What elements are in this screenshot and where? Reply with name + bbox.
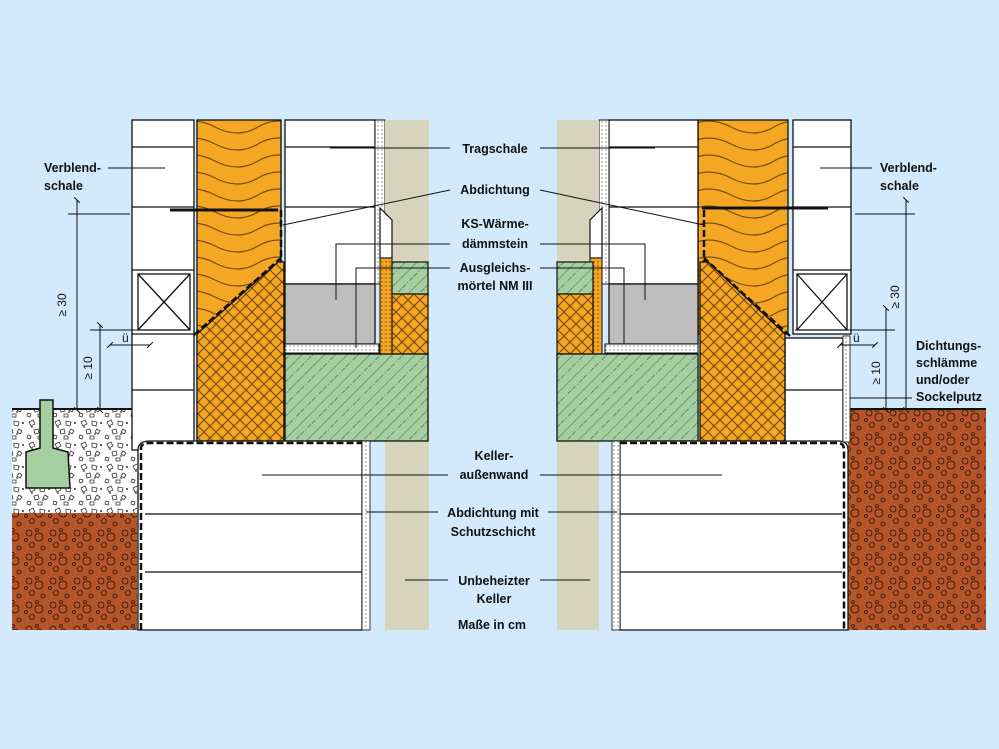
label-verblend-left-line1: Verblend- [44, 161, 101, 175]
label-verblend-left-line2: schale [44, 179, 83, 193]
right-membrane [702, 210, 791, 337]
left-ks-block [391, 261, 429, 295]
dim-right-min30: ≥ 30 [888, 285, 902, 309]
right-ks-thermal-stone [556, 353, 699, 442]
right-compensating-mortar [556, 293, 594, 355]
label-ks-line1: KS-Wärme- [461, 217, 528, 231]
right-ks-block [556, 261, 594, 295]
label-dicht-line3: und/oder [916, 373, 970, 387]
dim-left-ue: ü [122, 331, 129, 345]
left-detail [12, 119, 429, 631]
right-screed [608, 283, 699, 345]
label-ausgleich-line1: Ausgleichs- [460, 261, 531, 275]
left-basement-membrane [139, 441, 367, 630]
label-tragschale: Tragschale [462, 142, 527, 156]
left-screed [284, 283, 376, 345]
label-verblend-right-line2: schale [880, 179, 919, 193]
dimension-lines [68, 196, 915, 414]
dim-left-min30: ≥ 30 [55, 293, 69, 317]
label-keller-line1: Keller- [475, 449, 514, 463]
label-verblend-right-line1: Verblend- [880, 161, 937, 175]
left-basement-wall [137, 440, 363, 631]
left-weep-vent [137, 273, 191, 331]
leader-lines [108, 147, 912, 581]
label-dicht-line1: Dichtungs- [916, 339, 981, 353]
right-ground-line [848, 408, 986, 410]
right-basement-wall [619, 440, 849, 631]
label-ks-line2: dämmstein [462, 237, 528, 251]
left-curb-stone [25, 399, 71, 489]
right-detail [556, 119, 986, 631]
left-sealing-layer [284, 343, 380, 354]
label-keller-line2: außenwand [460, 468, 529, 482]
left-ground-line [12, 408, 137, 410]
label-abdichtung: Abdichtung [460, 183, 529, 197]
right-sealing-slurry [842, 335, 851, 443]
right-load-bearing-wall [608, 119, 699, 285]
label-dicht-line4: Sockelputz [916, 390, 982, 404]
label-masse: Maße in cm [458, 618, 526, 632]
left-membrane [193, 210, 283, 336]
label-dicht-line2: schlämme [916, 356, 977, 370]
dim-right-min10: ≥ 10 [869, 361, 883, 385]
left-compensating-mortar [391, 293, 429, 355]
dim-left-min10: ≥ 10 [81, 356, 95, 380]
right-basement-membrane [615, 441, 846, 630]
label-unbeheizt-line2: Keller [477, 592, 512, 606]
label-abd-schutz-line1: Abdichtung mit [447, 506, 539, 520]
label-abd-schutz-line2: Schutzschicht [451, 525, 537, 539]
right-soil [848, 408, 986, 630]
left-ks-thermal-stone [284, 353, 429, 442]
left-load-bearing-wall [284, 119, 376, 285]
dim-right-ue: ü [853, 331, 860, 345]
right-weep-vent [796, 273, 848, 331]
label-ausgleich-line2: mörtel NM III [457, 279, 532, 293]
label-unbeheizt-line1: Unbeheizter [458, 574, 530, 588]
right-sealing-layer [604, 343, 699, 354]
